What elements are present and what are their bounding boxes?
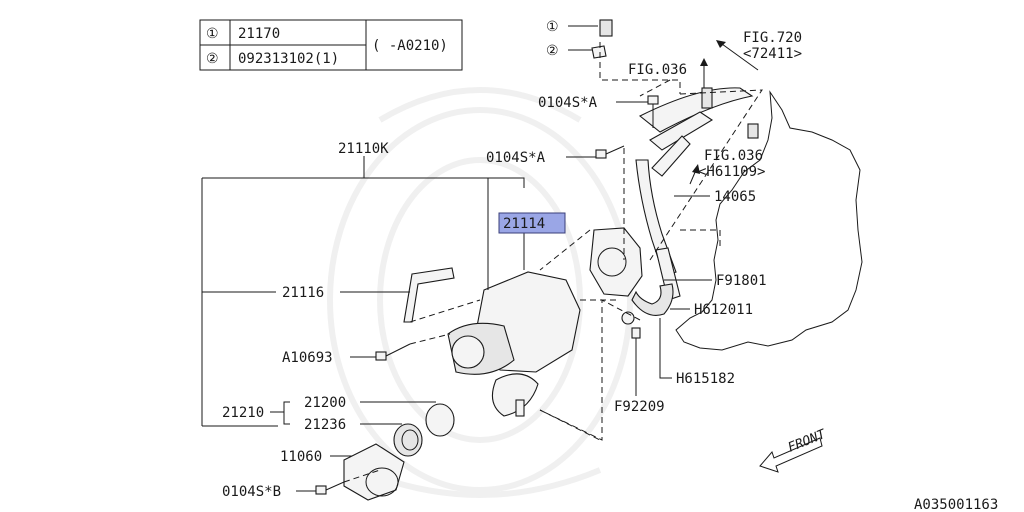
label-h615182[interactable]: H615182 — [676, 371, 735, 387]
label-21236[interactable]: 21236 — [304, 417, 346, 433]
gasket-21114 — [589, 227, 643, 297]
selected-part-highlight[interactable] — [498, 212, 566, 234]
legend-row-2-part: 092313102(1) — [238, 51, 339, 67]
label-14065[interactable]: 14065 — [714, 189, 756, 205]
engine-housing-outline — [675, 90, 863, 351]
legend-row-1-part: 21170 — [238, 26, 280, 42]
label-bolt-a-mid[interactable]: 0104S*A — [486, 150, 546, 166]
ref-fig720-code[interactable]: <72411> — [743, 46, 802, 62]
label-21116[interactable]: 21116 — [282, 285, 324, 301]
water-pump-assembly — [447, 271, 581, 417]
legend-row-2-num: ② — [206, 51, 219, 67]
dashed-guides — [343, 42, 763, 483]
label-f92209[interactable]: F92209 — [614, 399, 665, 415]
ref-fig036-mid-title[interactable]: FIG.036 — [704, 148, 763, 164]
label-h612011[interactable]: H612011 — [694, 302, 753, 318]
legend-table: ① 21170 ② 092313102(1) ( -A0210) — [199, 19, 463, 71]
callout-labels: ① ② FIG.720 <72411> FIG.036 FIG.036 <H61… — [222, 19, 802, 500]
ref-fig720-title[interactable]: FIG.720 — [743, 30, 802, 46]
legend-note: ( -A0210) — [372, 38, 448, 54]
bolts — [315, 19, 659, 495]
leader-lines — [201, 25, 759, 492]
diagram-id: A035001163 — [914, 497, 998, 512]
ref-fig036-top[interactable]: FIG.036 — [628, 62, 687, 78]
label-21110k[interactable]: 21110K — [338, 141, 389, 157]
bracket-21116 — [403, 267, 455, 323]
callout-2: ② — [546, 43, 559, 59]
coolant-pipes — [635, 87, 759, 301]
label-11060[interactable]: 11060 — [280, 449, 322, 465]
label-a10693[interactable]: A10693 — [282, 350, 333, 366]
label-21114[interactable]: 21114 — [503, 216, 545, 232]
label-bolt-a-top[interactable]: 0104S*A — [538, 95, 598, 111]
label-f91801[interactable]: F91801 — [716, 273, 767, 289]
hose-fitting — [631, 327, 641, 339]
label-21200[interactable]: 21200 — [304, 395, 346, 411]
callout-1: ① — [546, 19, 559, 35]
coolant-hose — [631, 283, 674, 316]
ref-fig036-mid-code[interactable]: <H61109> — [698, 164, 765, 180]
label-21210[interactable]: 21210 — [222, 405, 264, 421]
front-label: FRONT — [786, 427, 829, 456]
front-direction-arrow: FRONT — [759, 427, 829, 473]
legend-row-1-num: ① — [206, 26, 219, 42]
label-bolt-b[interactable]: 0104S*B — [222, 484, 281, 500]
